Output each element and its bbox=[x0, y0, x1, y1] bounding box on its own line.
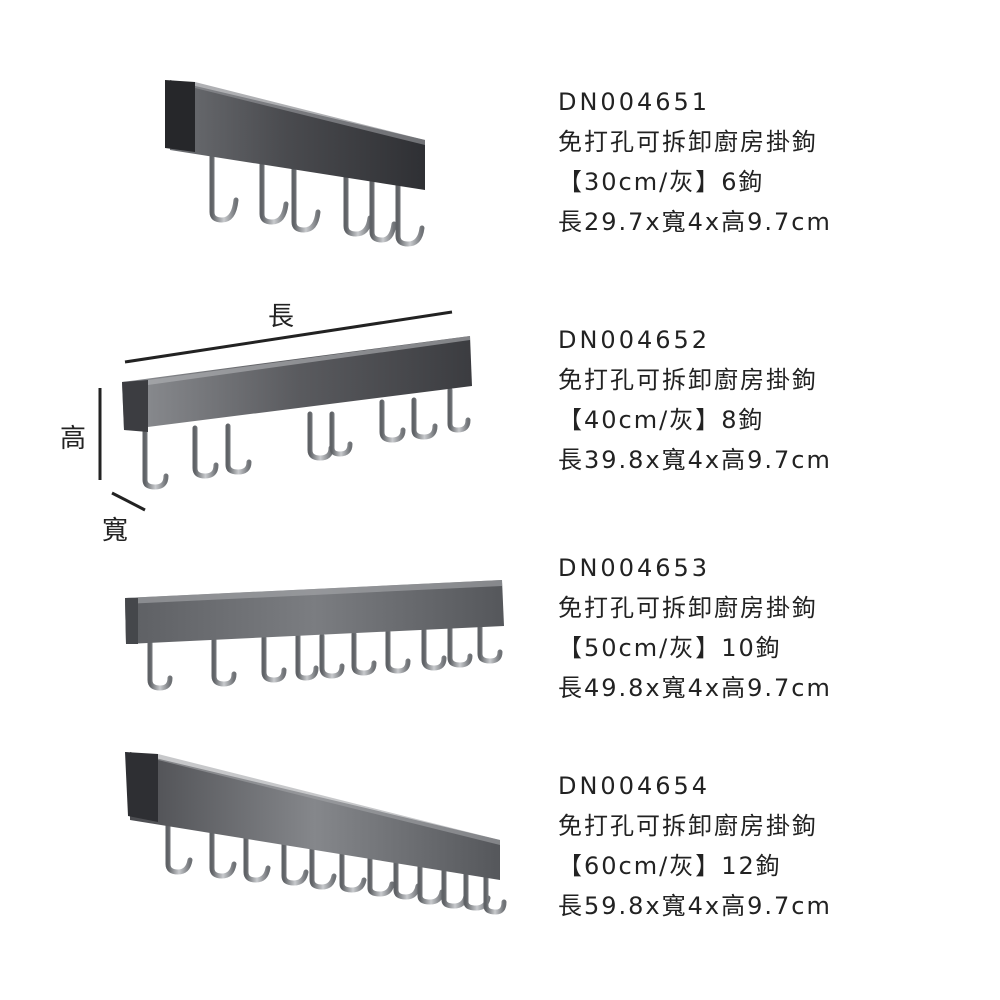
hook-rack-50cm-image bbox=[125, 580, 504, 691]
length-label: 長 bbox=[268, 302, 295, 332]
product-dimensions: 長59.8x寬4x高9.7cm bbox=[558, 892, 832, 920]
product-dimensions: 長49.8x寬4x高9.7cm bbox=[558, 674, 832, 702]
product-card-dn004654: DN004654 免打孔可拆卸廚房掛鉤 【60cm/灰】12鉤 長59.8x寬4… bbox=[0, 740, 1000, 940]
product-dimensions: 長29.7x寬4x高9.7cm bbox=[558, 208, 832, 236]
hook-rack-60cm-image bbox=[125, 752, 507, 915]
product-variant: 【50cm/灰】10鉤 bbox=[558, 634, 782, 662]
hooks-group bbox=[165, 815, 507, 915]
height-label: 高 bbox=[60, 424, 87, 454]
hooks-group bbox=[142, 387, 471, 490]
width-label: 寬 bbox=[102, 516, 129, 546]
product-code: DN004654 bbox=[558, 772, 711, 800]
product-card-dn004651: DN004651 免打孔可拆卸廚房掛鉤 【30cm/灰】6鉤 長29.7x寬4x… bbox=[0, 0, 1000, 250]
product-dimensions: 長39.8x寬4x高9.7cm bbox=[558, 446, 832, 474]
hook-rack-40cm-image bbox=[98, 310, 472, 512]
product-card-dn004653: DN004653 免打孔可拆卸廚房掛鉤 【50cm/灰】10鉤 長49.8x寬4… bbox=[0, 548, 1000, 728]
hooks-group bbox=[209, 147, 425, 247]
hooks-group bbox=[147, 623, 503, 691]
product-variant: 【60cm/灰】12鉤 bbox=[558, 852, 782, 880]
product-name: 免打孔可拆卸廚房掛鉤 bbox=[558, 128, 818, 156]
product-variant: 【30cm/灰】6鉤 bbox=[558, 168, 765, 196]
product-code: DN004651 bbox=[558, 88, 711, 116]
product-info: DN004653 免打孔可拆卸廚房掛鉤 【50cm/灰】10鉤 長49.8x寬4… bbox=[558, 548, 978, 708]
hook-rack-30cm-image bbox=[165, 80, 425, 247]
product-code: DN004653 bbox=[558, 554, 711, 582]
rack-bar bbox=[170, 80, 425, 190]
product-info: DN004651 免打孔可拆卸廚房掛鉤 【30cm/灰】6鉤 長29.7x寬4x… bbox=[558, 82, 978, 242]
rack-bar bbox=[130, 752, 500, 880]
product-name: 免打孔可拆卸廚房掛鉤 bbox=[558, 366, 818, 394]
product-code: DN004652 bbox=[558, 326, 711, 354]
length-dimension-line bbox=[124, 310, 453, 364]
product-name: 免打孔可拆卸廚房掛鉤 bbox=[558, 594, 818, 622]
product-info: DN004654 免打孔可拆卸廚房掛鉤 【60cm/灰】12鉤 長59.8x寬4… bbox=[558, 766, 978, 926]
product-name: 免打孔可拆卸廚房掛鉤 bbox=[558, 812, 818, 840]
width-dimension-line bbox=[111, 491, 146, 512]
rack-bar bbox=[122, 336, 472, 430]
product-info: DN004652 免打孔可拆卸廚房掛鉤 【40cm/灰】8鉤 長39.8x寬4x… bbox=[558, 320, 978, 480]
product-variant: 【40cm/灰】8鉤 bbox=[558, 406, 765, 434]
product-card-dn004652: 長 高 寬 DN004652 免打孔可拆卸廚房掛鉤 【40cm/灰】8鉤 長39… bbox=[0, 290, 1000, 546]
